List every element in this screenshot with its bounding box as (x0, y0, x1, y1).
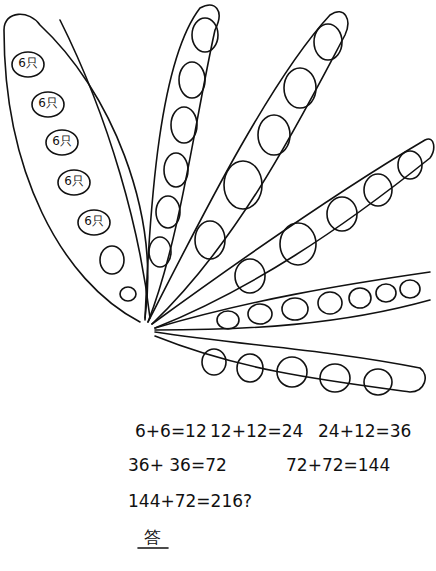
calculation-note: 24+12=36 (318, 422, 411, 441)
seed-oval (318, 292, 342, 314)
seed-oval (195, 221, 225, 259)
seed-scribble (120, 287, 136, 301)
seed-oval: 6只 (11, 51, 45, 78)
seed-oval (280, 223, 316, 265)
seed-oval (100, 246, 124, 274)
seed-oval (277, 357, 307, 387)
seed-oval (327, 197, 357, 231)
oval-text: 6只 (38, 97, 58, 110)
seed-oval (192, 18, 218, 52)
seed-oval: 6只 (77, 209, 111, 236)
seed-oval (314, 24, 342, 60)
seed-oval (164, 153, 188, 187)
seed-oval (398, 151, 422, 179)
oval-text: 6只 (18, 57, 38, 70)
seed-oval (400, 280, 420, 298)
seed-oval (364, 369, 392, 395)
oval-shape (12, 52, 44, 77)
seed-oval (224, 161, 262, 209)
oval-shape (58, 170, 90, 195)
oval-shape (32, 92, 64, 117)
seed-oval: 6只 (45, 129, 79, 156)
seed-oval (284, 68, 316, 108)
leaf-outline (155, 272, 430, 330)
leaf-outline (148, 12, 348, 324)
oval-text: 6只 (64, 175, 84, 188)
seed-oval (364, 174, 392, 206)
leaf-outline (155, 332, 425, 392)
seed-oval (376, 284, 396, 302)
seed-oval (179, 62, 205, 98)
seed-oval (349, 288, 371, 308)
calculation-note: 6+6=12 (135, 422, 207, 441)
calculation-note: 144+72=216? (128, 492, 252, 511)
seed-oval (171, 107, 197, 143)
seed-oval (248, 304, 272, 324)
seed-oval: 6只 (57, 169, 91, 196)
seed-oval (282, 298, 308, 320)
calculation-note: 72+72=144 (286, 456, 390, 475)
leaf-outline (152, 139, 434, 328)
seed-oval (156, 196, 180, 228)
oval-text: 6只 (52, 135, 72, 148)
calculation-note: 36+ 36=72 (128, 456, 227, 475)
seed-oval (217, 311, 239, 329)
oval-shape (78, 210, 110, 235)
leaf-outline (4, 14, 148, 322)
calculation-note: 答 (144, 528, 161, 547)
seed-oval (202, 349, 226, 375)
oval-text: 6只 (84, 215, 104, 228)
seed-oval (149, 237, 171, 267)
calculation-note: 12+12=24 (210, 422, 303, 441)
seed-oval (258, 115, 290, 155)
seed-oval: 6只 (31, 91, 65, 118)
seed-oval (235, 259, 265, 293)
seed-oval (320, 364, 350, 392)
leaf-outline (145, 5, 219, 322)
seed-oval (237, 354, 263, 382)
underline (138, 547, 168, 549)
oval-shape (46, 130, 78, 155)
